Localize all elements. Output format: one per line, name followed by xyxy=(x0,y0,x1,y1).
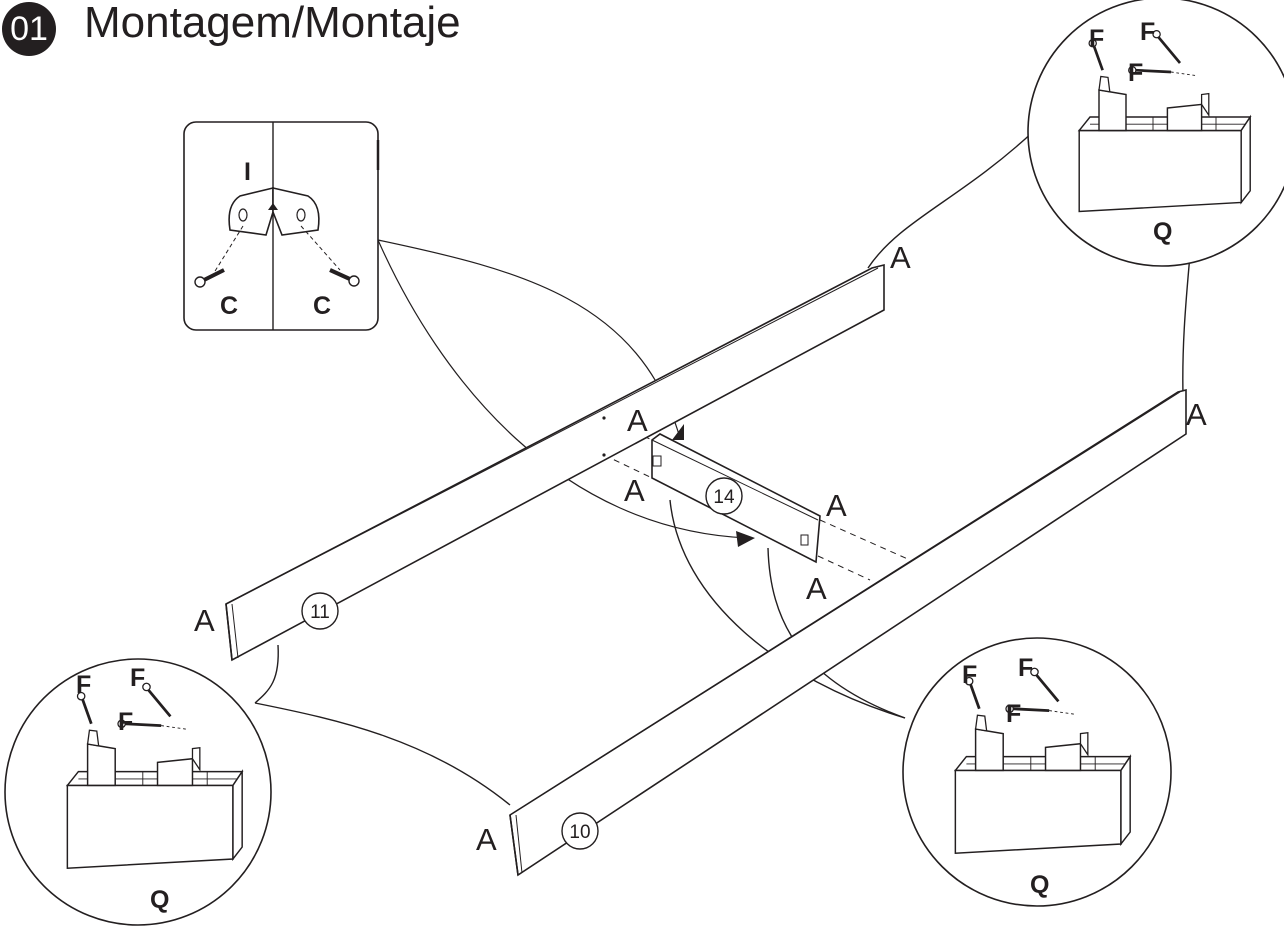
leader-curve xyxy=(1182,254,1191,396)
leader-curve xyxy=(377,239,749,539)
label-f: F xyxy=(1128,59,1143,87)
label-a: A xyxy=(194,603,215,638)
part-number-10: 10 xyxy=(569,822,590,843)
label-q: Q xyxy=(1030,871,1049,899)
leader-curve xyxy=(254,644,279,704)
label-a: A xyxy=(890,240,911,275)
label-c: C xyxy=(313,292,331,320)
label-f: F xyxy=(76,671,91,699)
label-a: A xyxy=(476,822,497,857)
label-f: F xyxy=(962,661,977,689)
leader-curve xyxy=(669,499,906,719)
label-f: F xyxy=(130,664,145,692)
detail-circle-bottom-left: F F F Q xyxy=(4,658,272,926)
arrow-head xyxy=(672,424,684,440)
label-f: F xyxy=(1089,25,1104,53)
label-q: Q xyxy=(150,886,169,914)
label-q: Q xyxy=(1153,218,1172,246)
part-number-14: 14 xyxy=(713,487,735,508)
leader-curve xyxy=(254,702,511,806)
step-title: Montagem/Montaje xyxy=(84,0,461,47)
label-a: A xyxy=(826,488,847,523)
detail-circle-top-right: F F F Q xyxy=(1027,0,1284,267)
leader-curve xyxy=(867,129,1036,269)
label-a: A xyxy=(806,571,827,606)
arrow-head xyxy=(736,531,755,547)
label-f: F xyxy=(1006,700,1021,728)
label-c: C xyxy=(220,292,238,320)
rail-11 xyxy=(225,263,885,662)
label-i: I xyxy=(244,158,251,186)
label-f: F xyxy=(1018,654,1033,682)
label-a: A xyxy=(627,403,648,438)
label-f: F xyxy=(118,708,133,736)
part-number-11: 11 xyxy=(310,602,330,623)
label-a: A xyxy=(1186,397,1207,432)
step-number-badge: 01 xyxy=(2,2,56,56)
detail-circle-bottom-right: F F F Q xyxy=(902,637,1172,907)
inset-bracket-detail: I C C xyxy=(183,121,380,331)
label-f: F xyxy=(1140,18,1155,46)
label-a: A xyxy=(624,473,645,508)
rail-10 xyxy=(509,388,1187,877)
